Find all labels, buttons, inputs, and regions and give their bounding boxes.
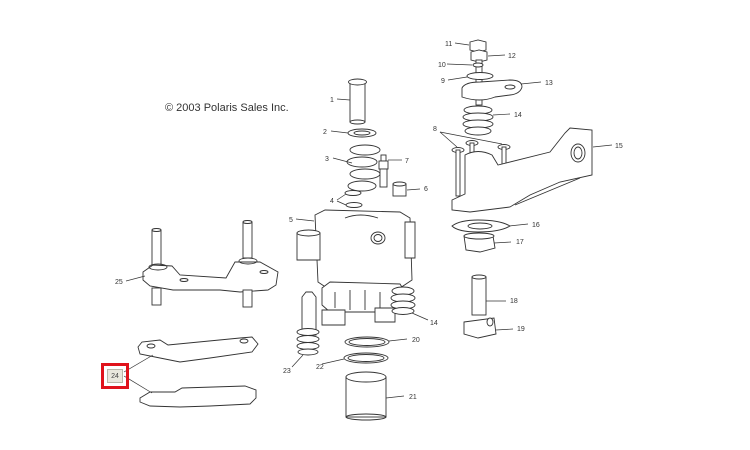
callout-5[interactable]: 5 (289, 217, 293, 224)
part-18-actuator-shaft[interactable] (471, 274, 487, 316)
leader-1 (336, 98, 351, 101)
leader-6 (406, 188, 421, 191)
part-15-caliper-bracket[interactable] (451, 127, 593, 213)
part-23-slide-pin[interactable] (296, 291, 320, 356)
leader-12 (487, 54, 506, 57)
callout-20[interactable]: 20 (412, 337, 420, 344)
leader-2 (330, 130, 349, 134)
leader-15 (592, 144, 613, 148)
leader-21 (385, 395, 405, 399)
callout-3[interactable]: 3 (325, 156, 329, 163)
callout-19[interactable]: 19 (517, 326, 525, 333)
callout-23[interactable]: 23 (283, 368, 291, 375)
leader-4a (336, 193, 347, 201)
part-20-seal[interactable] (344, 336, 390, 348)
part-2-washer[interactable] (347, 128, 377, 138)
part-22-dust-seal[interactable] (343, 352, 389, 364)
part-24-brake-pads[interactable] (137, 336, 259, 408)
part-7-bleeder-valve[interactable] (378, 154, 389, 188)
leader-19 (495, 328, 514, 331)
leader-23 (291, 354, 304, 368)
callout-24-label[interactable]: 24 (107, 369, 123, 383)
part-11-nut[interactable] (469, 39, 487, 53)
callout-18[interactable]: 18 (510, 298, 518, 305)
part-3-spring[interactable] (346, 144, 381, 192)
leader-4b (336, 200, 347, 206)
callout-16[interactable]: 16 (532, 222, 540, 229)
highlighted-callout-24[interactable]: 24 (101, 363, 129, 389)
leader-8b (439, 131, 503, 145)
leader-14b (411, 312, 429, 321)
leader-8a (439, 131, 458, 148)
part-1-pin[interactable] (348, 78, 367, 125)
leader-16 (508, 223, 529, 227)
callout-9[interactable]: 9 (441, 78, 445, 85)
part-21-piston[interactable] (345, 371, 387, 421)
callout-14-upper[interactable]: 14 (514, 112, 522, 119)
copyright-notice: © 2003 Polaris Sales Inc. (165, 102, 289, 114)
callout-11[interactable]: 11 (445, 41, 452, 48)
leader-25 (125, 275, 146, 282)
leader-20 (388, 338, 408, 342)
callout-13[interactable]: 13 (545, 80, 553, 87)
part-14-boot-upper[interactable] (462, 105, 494, 136)
leader-10 (446, 63, 473, 66)
callout-8[interactable]: 8 (433, 126, 437, 133)
callout-15[interactable]: 15 (615, 143, 623, 150)
callout-17[interactable]: 17 (516, 239, 524, 246)
callout-4[interactable]: 4 (330, 198, 334, 205)
callout-7[interactable]: 7 (405, 158, 409, 165)
part-9-washer[interactable] (466, 72, 494, 80)
part-17-housing[interactable] (463, 232, 496, 253)
callout-10[interactable]: 10 (438, 62, 446, 69)
leader-13 (520, 81, 542, 85)
callout-21[interactable]: 21 (409, 394, 417, 401)
part-10-washer[interactable] (472, 62, 484, 68)
part-19-cam[interactable] (463, 317, 497, 339)
callout-2[interactable]: 2 (323, 129, 327, 136)
part-25-mounting-bracket[interactable] (142, 220, 279, 308)
part-5-caliper-body[interactable] (296, 209, 416, 326)
callout-14-lower[interactable]: 14 (430, 320, 438, 327)
callout-1[interactable]: 1 (330, 97, 334, 104)
callout-22[interactable]: 22 (316, 364, 324, 371)
callout-6[interactable]: 6 (424, 186, 428, 193)
leader-11 (454, 42, 470, 46)
callout-12[interactable]: 12 (508, 53, 516, 60)
callout-25[interactable]: 25 (115, 279, 123, 286)
leader-17 (493, 241, 512, 244)
leader-9 (447, 76, 468, 81)
part-14-boot-lower[interactable] (390, 286, 416, 315)
leader-22 (321, 358, 345, 365)
leader-14a (492, 113, 511, 116)
leader-5 (295, 218, 315, 222)
leader-3 (332, 157, 353, 164)
part-4-o-rings[interactable] (344, 190, 363, 208)
part-13-lever-arm[interactable] (461, 79, 523, 101)
part-12-lock-nut[interactable] (470, 49, 488, 63)
part-16-gasket[interactable] (451, 219, 511, 233)
part-6-cap[interactable] (392, 181, 407, 197)
